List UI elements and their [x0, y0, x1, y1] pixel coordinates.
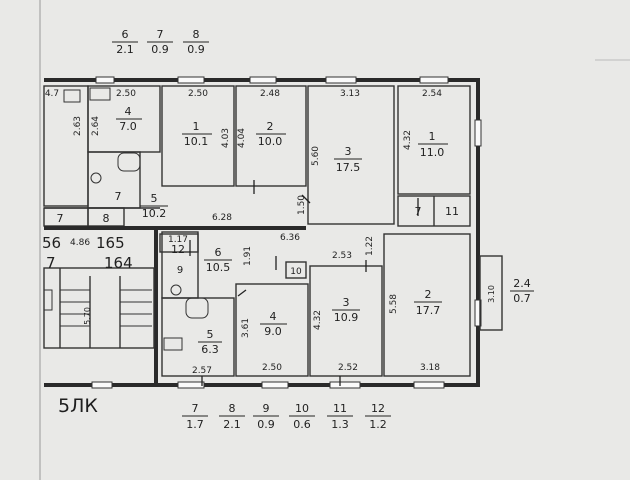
room-label: 3	[345, 145, 352, 158]
room-label: 4	[270, 310, 277, 323]
svg-text:2.4: 2.4	[513, 277, 531, 290]
svg-text:11: 11	[333, 402, 347, 415]
svg-text:12: 12	[371, 402, 385, 415]
svg-text:12: 12	[171, 243, 185, 256]
svg-text:8: 8	[193, 28, 200, 41]
svg-text:2.50: 2.50	[262, 363, 282, 373]
stair-numbers: 56 4.86 165 7 164 5.70	[42, 234, 133, 325]
svg-text:4.04: 4.04	[237, 128, 247, 148]
svg-text:5.58: 5.58	[389, 294, 399, 314]
svg-text:0.6: 0.6	[293, 418, 311, 431]
svg-text:11: 11	[445, 205, 459, 218]
svg-text:6.28: 6.28	[212, 213, 232, 223]
room-label: 5	[207, 328, 214, 341]
svg-text:2.50: 2.50	[188, 89, 208, 99]
room-label: 1	[429, 130, 436, 143]
svg-text:9: 9	[177, 265, 183, 276]
svg-text:4.32: 4.32	[313, 310, 323, 330]
svg-text:4.7: 4.7	[45, 89, 59, 99]
svg-text:1.3: 1.3	[331, 418, 349, 431]
svg-text:2.64: 2.64	[91, 116, 101, 136]
svg-text:4.32: 4.32	[403, 130, 413, 150]
svg-text:2.50: 2.50	[116, 89, 136, 99]
svg-text:4.86: 4.86	[70, 238, 90, 248]
svg-text:1.2: 1.2	[369, 418, 387, 431]
room-label: 4	[125, 105, 132, 118]
svg-text:10: 10	[295, 402, 309, 415]
svg-text:11.0: 11.0	[420, 146, 445, 159]
svg-text:6.36: 6.36	[280, 233, 300, 243]
interior-walls	[43, 85, 503, 386]
bottom-legend: 7 1.7 8 2.1 9 0.9 10 0.6 11 1.3 12 1.2	[182, 402, 391, 431]
svg-text:7: 7	[157, 28, 164, 41]
svg-text:7: 7	[192, 402, 199, 415]
svg-text:6.3: 6.3	[201, 343, 219, 356]
svg-text:2.1: 2.1	[116, 43, 134, 56]
svg-text:5.70: 5.70	[83, 307, 92, 325]
svg-text:1.22: 1.22	[365, 236, 375, 256]
svg-text:2.63: 2.63	[73, 116, 83, 136]
svg-text:2.53: 2.53	[332, 251, 352, 261]
dimension-labels: 2.50 2.48 3.13 2.54 4.03 4.04 5.60 4.32 …	[45, 89, 442, 376]
svg-text:7.0: 7.0	[119, 120, 137, 133]
svg-text:7: 7	[415, 205, 422, 218]
svg-text:2.1: 2.1	[223, 418, 241, 431]
svg-text:10: 10	[290, 267, 302, 277]
svg-text:2.57: 2.57	[192, 366, 212, 376]
svg-text:164: 164	[104, 254, 133, 272]
svg-text:10.2: 10.2	[142, 207, 167, 220]
svg-text:1.17: 1.17	[168, 235, 188, 245]
svg-text:6: 6	[122, 28, 129, 41]
svg-text:5.60: 5.60	[311, 146, 321, 166]
room-label: 2	[267, 120, 274, 133]
room-label: 6	[215, 246, 222, 259]
svg-text:7: 7	[46, 254, 56, 272]
svg-text:10.9: 10.9	[334, 311, 359, 324]
svg-text:3.10: 3.10	[487, 285, 496, 303]
svg-text:0.9: 0.9	[187, 43, 205, 56]
svg-text:4.03: 4.03	[221, 128, 231, 148]
balcony-label: 3.10 2.4 0.7	[487, 277, 534, 305]
room-label: 5	[151, 192, 158, 205]
room-labels: 1 10.1 2 10.0 3 17.5 1 11.0 4 7.0 5 10.2…	[116, 105, 448, 356]
svg-text:17.7: 17.7	[416, 304, 441, 317]
svg-text:165: 165	[96, 234, 125, 252]
svg-text:3.61: 3.61	[241, 318, 251, 338]
small-room-numbers: 7 11 7 8 7 12 9 10	[57, 190, 460, 277]
svg-text:17.5: 17.5	[336, 161, 361, 174]
room-label: 1	[193, 120, 200, 133]
svg-text:1.50: 1.50	[297, 195, 307, 215]
outer-walls	[44, 76, 482, 389]
room-label: 2	[425, 288, 432, 301]
svg-text:1.91: 1.91	[243, 246, 253, 266]
svg-text:9: 9	[263, 402, 270, 415]
svg-text:7: 7	[57, 212, 64, 225]
svg-text:3.18: 3.18	[420, 363, 440, 373]
svg-text:9.0: 9.0	[264, 325, 282, 338]
top-legend: 6 2.1 7 0.9 8 0.9	[112, 28, 209, 56]
svg-text:8: 8	[103, 212, 110, 225]
svg-text:7: 7	[115, 190, 122, 203]
svg-text:10.0: 10.0	[258, 135, 283, 148]
svg-text:56: 56	[42, 234, 61, 252]
svg-text:2.48: 2.48	[260, 89, 280, 99]
svg-text:10.1: 10.1	[184, 135, 209, 148]
svg-text:0.9: 0.9	[257, 418, 275, 431]
svg-text:1.7: 1.7	[186, 418, 204, 431]
svg-text:3.13: 3.13	[340, 89, 360, 99]
svg-text:10.5: 10.5	[206, 261, 231, 274]
stair-label: 5ЛК	[58, 395, 98, 417]
svg-text:2.52: 2.52	[338, 363, 358, 373]
svg-text:8: 8	[229, 402, 236, 415]
room-label: 3	[343, 296, 350, 309]
svg-text:0.7: 0.7	[513, 292, 531, 305]
svg-text:2.54: 2.54	[422, 89, 442, 99]
svg-text:0.9: 0.9	[151, 43, 169, 56]
